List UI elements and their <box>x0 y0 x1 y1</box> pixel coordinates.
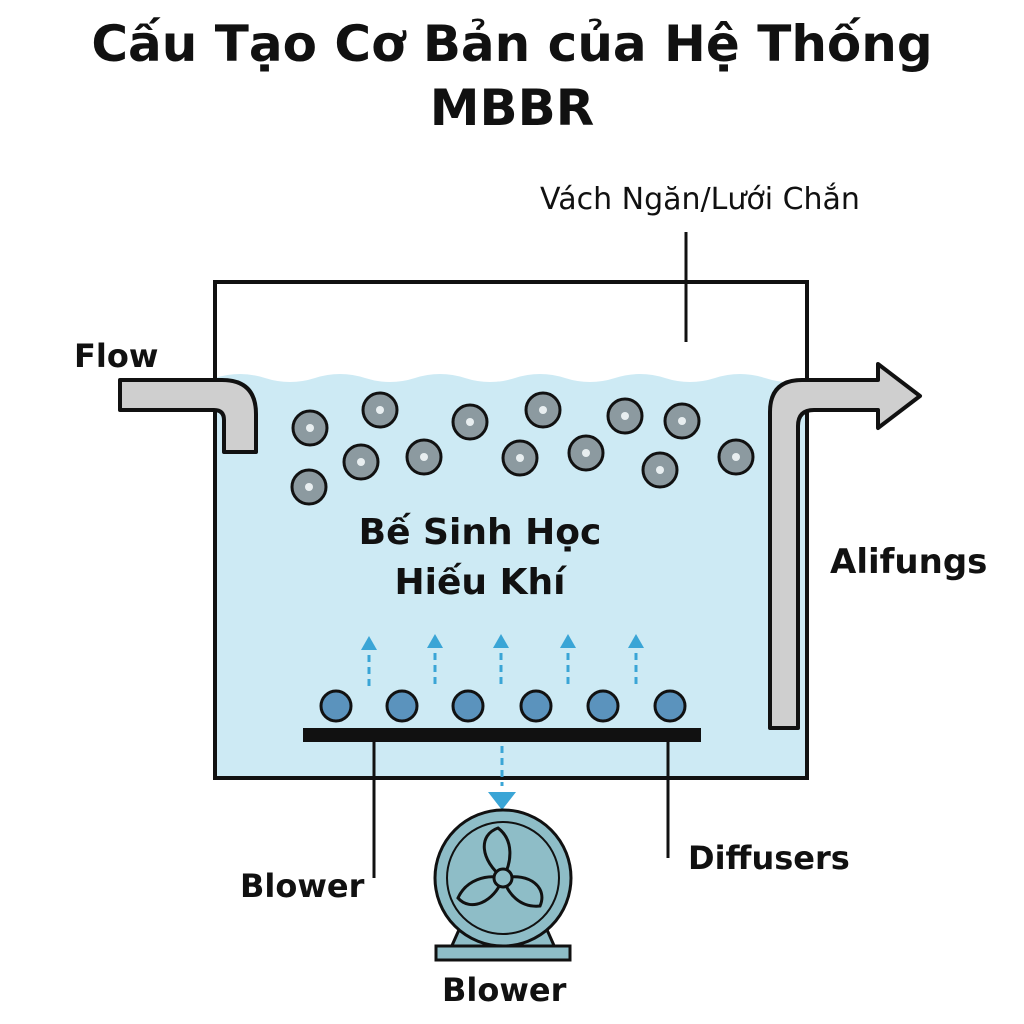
diffuser-bubble <box>653 689 687 723</box>
title-line-1: Cấu Tạo Cơ Bản của Hệ Thống <box>91 15 933 73</box>
air-supply-arrowhead <box>488 792 516 810</box>
diffuser-bubble <box>451 689 485 723</box>
diagram-title: Cấu Tạo Cơ Bản của Hệ Thống MBBR <box>0 12 1024 140</box>
partition-label: Vách Ngăn/Lưới Chắn <box>540 182 860 217</box>
tank-label-line-2: Hiếu Khí <box>394 562 566 603</box>
title-line-2: MBBR <box>429 79 595 137</box>
air-arrow-heads <box>361 634 644 650</box>
diffuser-bar <box>303 728 701 742</box>
tank-outline <box>213 280 809 780</box>
flow-label: Flow <box>74 337 159 375</box>
bio-media-dots <box>305 406 740 491</box>
diffuser-bubble <box>385 689 419 723</box>
blower-label: Blower <box>442 971 567 1009</box>
tank-label-line-1: Bế Sinh Học <box>358 512 602 553</box>
blower-pointer-label: Blower <box>240 867 365 905</box>
diffusers-label: Diffusers <box>688 839 850 877</box>
tank-label: Bế Sinh Học Hiếu Khí <box>300 508 660 608</box>
air-arrows <box>367 648 638 686</box>
diffuser-bubbles <box>319 689 687 723</box>
inflow-pipe-arrow <box>118 378 258 454</box>
outflow-label: Alifungs <box>830 542 988 582</box>
outflow-pipe-arrow <box>768 362 922 730</box>
fan-blower-icon <box>433 808 573 962</box>
diffuser-bubble <box>519 689 553 723</box>
diffuser-bubble <box>586 689 620 723</box>
diffuser-bubble <box>319 689 353 723</box>
